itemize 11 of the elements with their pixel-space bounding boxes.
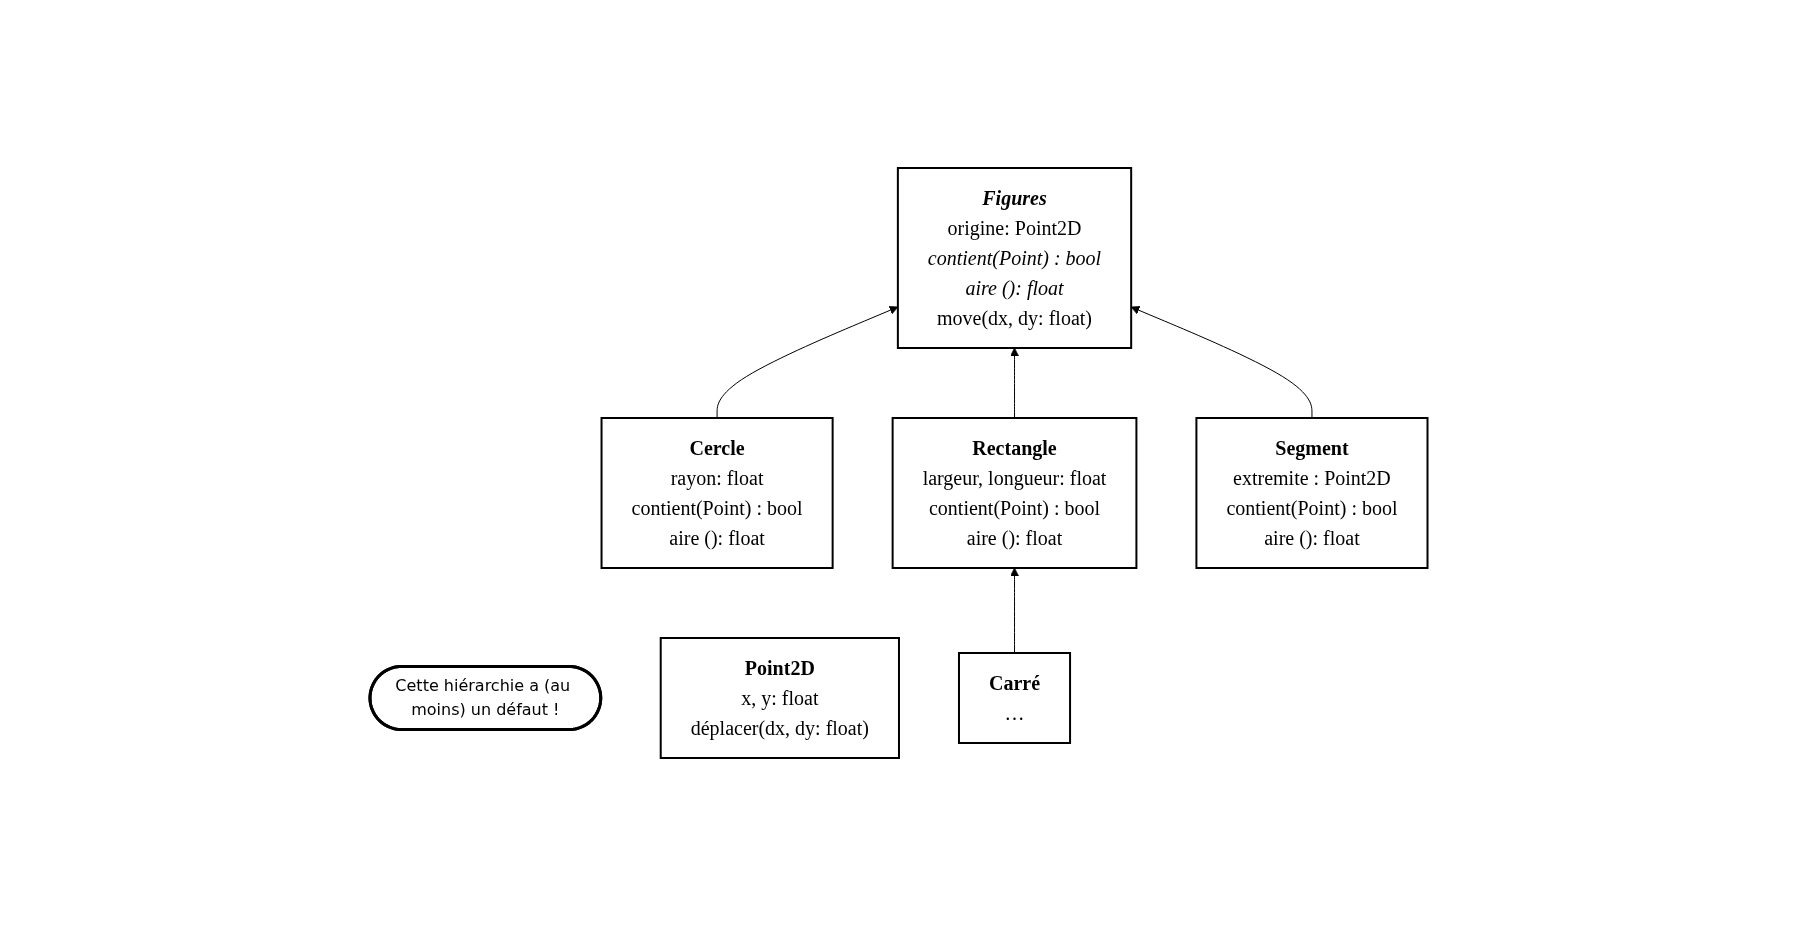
inheritance-arrow (716, 306, 898, 419)
class-box: Cercle rayon: float contient(Point) : bool aire (): float (600, 417, 834, 569)
class-box: Point2D x, y: float déplacer(dx, dy: float) (659, 637, 900, 759)
class-box: Carré … (957, 652, 1071, 744)
inheritance-arrow (1009, 347, 1019, 419)
class-box: Figures origine: Point2D contient(Point) : bool aire (): float move(dx, dy: float) (896, 167, 1132, 349)
inheritance-arrow (1009, 567, 1019, 654)
speech-bubble: Cette hiérarchie a (au moins) un défaut ! (368, 665, 602, 731)
class-box: Segment extremite : Point2D contient(Point) : bool aire (): float (1195, 417, 1429, 569)
inheritance-arrow (1130, 306, 1313, 419)
class-box: Rectangle largeur, longueur: float contient(Point) : bool aire (): float (891, 417, 1138, 569)
